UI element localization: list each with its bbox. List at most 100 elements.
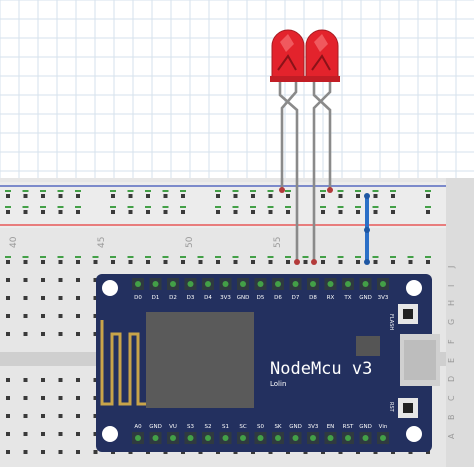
led-pair[interactable]: [270, 29, 340, 82]
terminal-hole: [76, 278, 80, 282]
terminal-hole: [41, 396, 45, 400]
terminal-hole: [93, 278, 98, 282]
rail-hole: [23, 194, 28, 198]
board-pin-bottom[interactable]: S0: [254, 424, 267, 444]
board-pin-top[interactable]: RX: [324, 278, 337, 301]
row-letter: C: [447, 395, 456, 401]
terminal-hole: [23, 432, 28, 436]
led-2[interactable]: [304, 29, 340, 82]
board-pin-bottom[interactable]: Vin: [377, 424, 389, 444]
board-pin-top[interactable]: D6: [272, 278, 284, 301]
board-pin-bottom[interactable]: S3: [184, 424, 197, 444]
terminal-hole: [408, 260, 413, 264]
terminal-hole: [93, 314, 98, 318]
board-pin-bottom[interactable]: GND: [359, 424, 372, 444]
flash-button-cap: [403, 309, 413, 319]
board-pin-bottom[interactable]: SK: [272, 424, 284, 444]
rail-hole: [6, 194, 10, 198]
terminal-hole: [58, 314, 63, 318]
board-pin-top[interactable]: D8: [307, 278, 319, 301]
antenna-trace: [100, 320, 146, 406]
jumper-wire[interactable]: [364, 193, 370, 265]
terminal-hole: [23, 378, 28, 382]
terminal-hole: [93, 450, 98, 454]
rail-hole: [233, 210, 238, 214]
rail-hole: [58, 194, 63, 198]
led-1[interactable]: [270, 29, 306, 82]
bottom-pin-label: S2: [205, 424, 212, 430]
terminal-hole: [6, 414, 10, 418]
board-pin-top[interactable]: TX: [342, 278, 354, 301]
board-pin-top[interactable]: D4: [202, 278, 214, 301]
board-pin-bottom[interactable]: EN: [324, 424, 337, 444]
terminal-hole: [128, 260, 133, 264]
board-pin-bottom[interactable]: GND: [149, 424, 162, 444]
terminal-hole: [41, 260, 45, 264]
rail-hole: [146, 210, 150, 214]
row-letter: J: [447, 266, 456, 269]
board-pin-top[interactable]: D0: [132, 278, 144, 301]
terminal-hole: [6, 314, 10, 318]
top-pin-label: GND: [359, 295, 372, 301]
top-pin-label: D6: [274, 295, 282, 301]
row-letter: E: [447, 358, 456, 363]
rail-hole: [426, 210, 430, 214]
rail-hole: [286, 210, 290, 214]
board-pin-bottom[interactable]: GND: [289, 424, 302, 444]
bottom-pin-label: GND: [289, 424, 302, 430]
board-pin-top[interactable]: 3V3: [377, 278, 389, 301]
terminal-hole: [23, 414, 28, 418]
rail-hole: [426, 194, 430, 198]
row-letter: G: [447, 319, 456, 325]
terminal-hole: [58, 414, 63, 418]
board-pin-top[interactable]: GND: [359, 278, 372, 301]
terminal-hole: [23, 450, 28, 454]
terminal-hole: [163, 260, 168, 264]
rail-hole: [76, 210, 80, 214]
board-pin-top[interactable]: D2: [167, 278, 179, 301]
board-pin-bottom[interactable]: SC: [237, 424, 249, 444]
rail-hole: [6, 210, 10, 214]
bottom-pin-label: Vin: [379, 424, 388, 430]
top-pin-label: RX: [327, 295, 335, 301]
terminal-hole: [6, 432, 10, 436]
terminal-hole: [41, 332, 45, 336]
board-pin-top[interactable]: D5: [254, 278, 267, 301]
row-letter: D: [447, 376, 456, 382]
board-pin-top[interactable]: D7: [289, 278, 302, 301]
board-maker: Lolin: [270, 380, 286, 388]
board-pin-bottom[interactable]: VU: [167, 424, 179, 444]
board-pin-bottom[interactable]: S1: [219, 424, 232, 444]
rail-hole: [251, 210, 255, 214]
terminal-hole: [93, 378, 98, 382]
mount-hole: [406, 280, 422, 296]
terminal-hole: [373, 260, 378, 264]
esp-module: [146, 312, 254, 408]
board-pin-bottom[interactable]: S2: [202, 424, 214, 444]
rail-hole: [373, 210, 378, 214]
terminal-hole: [356, 260, 360, 264]
terminal-hole: [41, 414, 45, 418]
terminal-hole: [58, 396, 63, 400]
terminal-hole: [93, 432, 98, 436]
board-pin-bottom[interactable]: RST: [342, 424, 354, 444]
terminal-hole: [41, 378, 45, 382]
board-pin-top[interactable]: GND: [237, 278, 250, 301]
board-pin-top[interactable]: D1: [149, 278, 162, 301]
rail-hole: [216, 210, 220, 214]
terminal-hole: [76, 332, 80, 336]
terminal-hole: [41, 432, 45, 436]
board-pin-top[interactable]: 3V3: [219, 278, 232, 301]
rail-hole: [128, 210, 133, 214]
column-number: 55: [273, 237, 283, 248]
board-pin-top[interactable]: D3: [184, 278, 197, 301]
rail-hole: [163, 210, 168, 214]
board-pin-bottom[interactable]: 3V3: [307, 424, 319, 444]
rail-hole: [233, 194, 238, 198]
board-pin-bottom[interactable]: A0: [132, 424, 144, 444]
board-name: NodeMcu v3: [270, 359, 372, 379]
